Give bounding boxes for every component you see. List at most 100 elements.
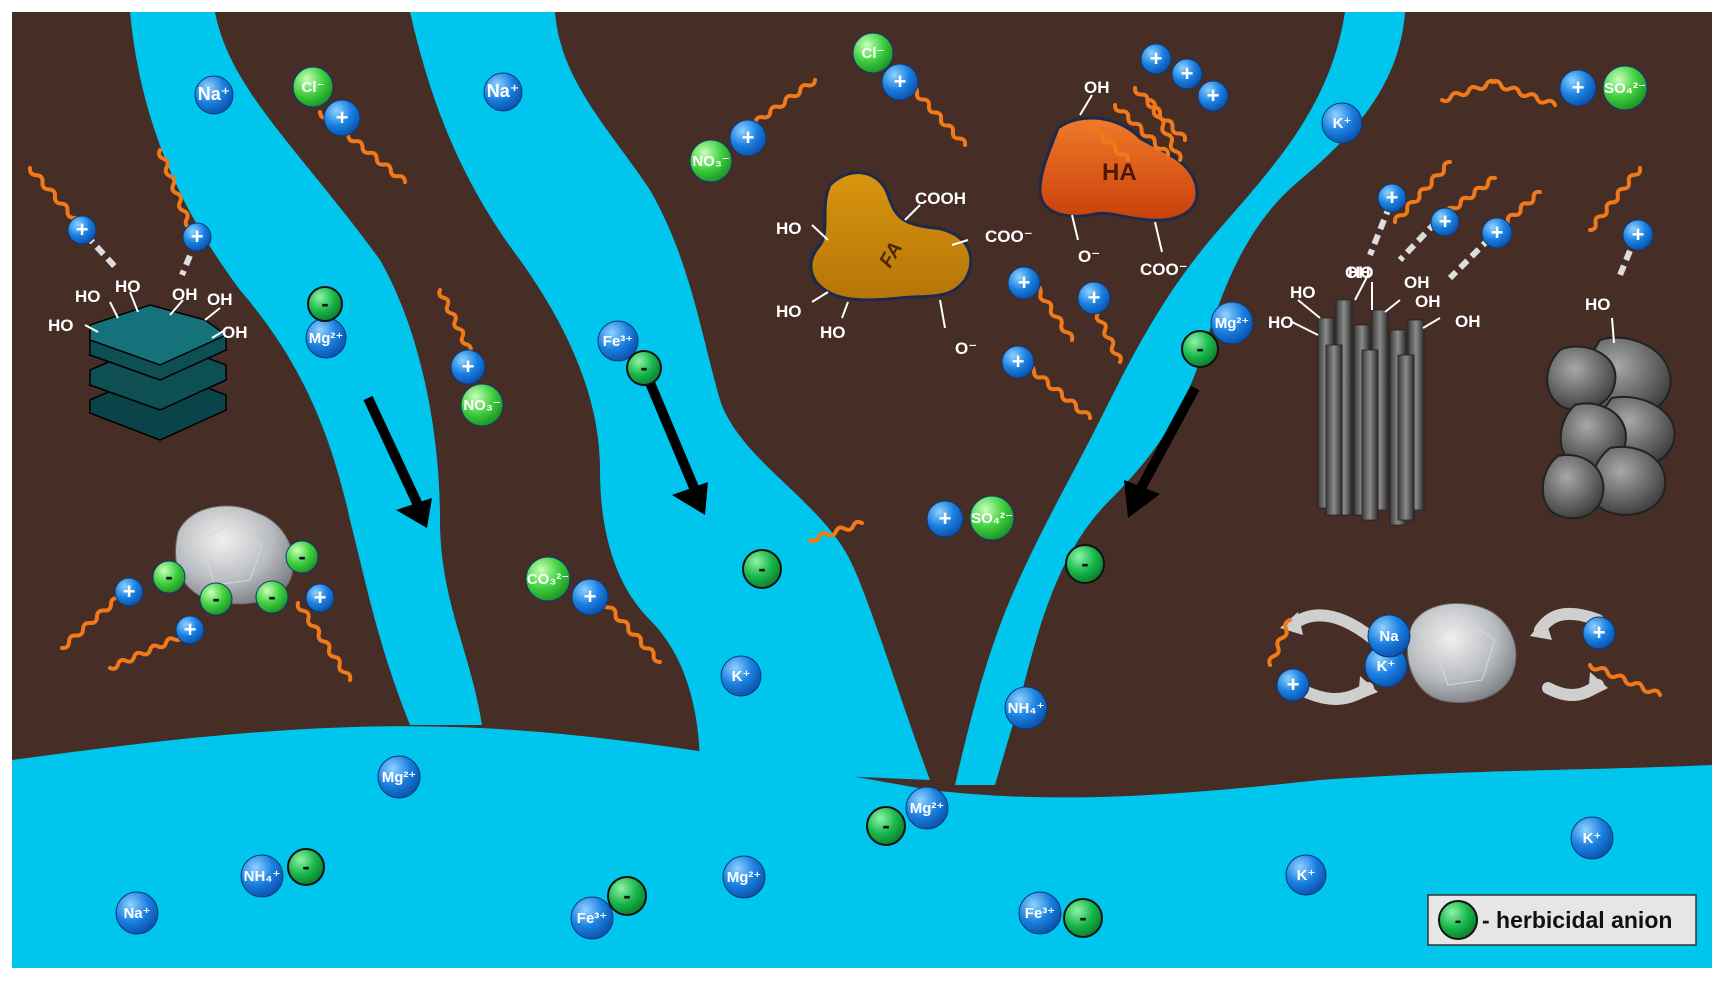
adsorbed-anion-4: - <box>285 540 319 574</box>
herbicide-cation-17-circle <box>1197 80 1229 112</box>
herbicide-tail-5 <box>295 601 353 682</box>
herbicide-cation-14: + <box>1001 345 1035 379</box>
ion-so4-2-label: SO₄²⁻ <box>1604 80 1646 97</box>
ion-mg-2-label: Mg²⁺ <box>1215 315 1250 332</box>
herbicide-tail-18 <box>1148 98 1183 162</box>
ion-fe-1: Fe³⁺ <box>597 320 639 362</box>
herbicide-tail-2 <box>157 148 192 230</box>
herbicide-cation-1: + <box>67 215 97 245</box>
herbicide-tail-3 <box>60 595 120 651</box>
ion-mg-1: Mg²⁺ <box>305 317 347 359</box>
herbicidal-anion-4: - <box>1181 330 1219 368</box>
herbicide-cation-18-label: + <box>1572 75 1585 100</box>
ion-so4-2-circle <box>1602 65 1648 111</box>
herbicide-tail-23 <box>1392 160 1452 224</box>
ion-fe-2: Fe³⁺ <box>570 896 614 940</box>
herbicide-cation-13-label: + <box>1088 285 1101 310</box>
herbicide-cation-22-circle <box>1622 219 1654 251</box>
herbicide-cation-12: + <box>1007 266 1041 300</box>
ion-k-1-label: K⁺ <box>1333 115 1352 132</box>
herbicide-tail-11 <box>808 519 864 544</box>
ion-co3-1-circle <box>525 556 571 602</box>
h-bond-4 <box>1397 219 1439 263</box>
herbicide-cation-21-label: + <box>1491 220 1504 245</box>
herbicide-cation-24-circle <box>1582 616 1616 650</box>
flow-arrowheads <box>396 480 1160 528</box>
ion-mg-4-circle <box>905 786 949 830</box>
svg-text:HO: HO <box>1268 313 1294 332</box>
ion-no3-2: NO₃⁻ <box>460 383 504 427</box>
ion-nh4-1: NH₄⁺ <box>240 854 284 898</box>
herbicidal-anion-6-label: - <box>302 854 309 879</box>
herbicide-cation-16-label: + <box>1181 61 1194 86</box>
ion-so4-1-label: SO₄²⁻ <box>971 510 1013 527</box>
herbicide-cation-13: + <box>1077 281 1111 315</box>
adsorbed-anion-2-circle <box>199 582 233 616</box>
ion-mg-5: Mg²⁺ <box>722 855 766 899</box>
ion-no3-1-circle <box>689 139 733 183</box>
herbicidal-anion-4-circle <box>1181 330 1219 368</box>
ion-no3-2-label: NO₃⁻ <box>463 397 500 414</box>
ion-k-2-circle <box>720 655 762 697</box>
ion-k-exchange-label: K⁺ <box>1377 658 1396 675</box>
ion-k-2: K⁺ <box>720 655 762 697</box>
svg-text:HO: HO <box>820 323 846 342</box>
herbicide-cation-12-label: + <box>1018 270 1031 295</box>
herbicidal-anion-8-label: - <box>882 813 889 838</box>
ion-na-3: Na⁺ <box>115 891 159 935</box>
herbicide-cation-15-label: + <box>1150 46 1163 71</box>
ion-mg-4-label: Mg²⁺ <box>910 800 945 817</box>
herbicide-cation-15-circle <box>1140 43 1172 75</box>
herbicide-cation-8-circle <box>571 578 609 616</box>
herbicide-cation-19: + <box>1377 183 1407 213</box>
herbicidal-anion-2: - <box>626 350 662 386</box>
herbicidal-anion-5: - <box>1065 544 1105 584</box>
adsorbed-anion-3-circle <box>255 580 289 614</box>
flow-arrow-3 <box>1135 385 1200 493</box>
herbicidal-anion-9-label: - <box>1079 905 1086 930</box>
herbicide-cation-11-label: + <box>939 506 952 531</box>
herbicidal-anion-7: - <box>607 876 647 916</box>
carbon-rods: HO HO OH OH OH OH HO <box>1268 263 1481 526</box>
herbicide-cation-3-circle <box>114 577 144 607</box>
ion-k-4-circle <box>1570 816 1614 860</box>
ion-na-1-circle <box>194 75 234 115</box>
herbicide-cation-5-label: + <box>314 585 327 610</box>
herbicide-cation-2-label: + <box>191 224 204 249</box>
svg-text:OH: OH <box>1455 312 1481 331</box>
herbicide-cation-19-circle <box>1377 183 1407 213</box>
flow-arrow-2 <box>643 376 700 492</box>
ion-nh4-1-label: NH₄⁺ <box>244 868 281 885</box>
ion-na-exchange-circle <box>1367 614 1411 658</box>
herbicide-tail-20 <box>1490 79 1557 107</box>
svg-text:HO: HO <box>75 287 101 306</box>
legend-anion-symbol: - <box>1455 910 1462 932</box>
ion-so4-1: SO₄²⁻ <box>969 495 1015 541</box>
herbicide-cation-1-label: + <box>76 217 89 242</box>
ion-cl-2: Cl⁻ <box>852 32 894 74</box>
herbicide-tail-16 <box>1113 103 1170 157</box>
ions: ++++++++++++++++++++++++Na⁺Na⁺Na⁺K⁺K⁺K⁺K… <box>67 32 1654 940</box>
herbicide-tail-14 <box>1018 358 1092 420</box>
herbicide-cation-2-circle <box>182 222 212 252</box>
svg-text:O⁻: O⁻ <box>1078 247 1100 266</box>
clay-mineral: HO HO HO OH OH OH <box>48 277 248 441</box>
ion-cl-1-circle <box>292 66 334 108</box>
herbicide-cation-4-label: + <box>184 617 197 642</box>
herbicide-cation-16: + <box>1171 58 1203 90</box>
ion-no3-2-circle <box>460 383 504 427</box>
herbicide-cation-22: + <box>1622 219 1654 251</box>
herbicide-tail-9 <box>746 78 817 131</box>
ion-cl-2-circle <box>852 32 894 74</box>
ion-mg-5-circle <box>722 855 766 899</box>
herbicide-cation-24-label: + <box>1593 620 1606 645</box>
herbicide-tail-7 <box>437 288 473 354</box>
herbicidal-anion-1: - <box>307 286 343 322</box>
herbicide-cation-20: + <box>1430 207 1460 237</box>
herbicide-cation-7-label: + <box>462 354 475 379</box>
ion-fe-3-circle <box>1018 891 1062 935</box>
herbicide-cation-11: + <box>926 500 964 538</box>
ion-co3-1-label: CO₃²⁻ <box>527 571 569 588</box>
herbicidal-anion-8-circle <box>866 806 906 846</box>
